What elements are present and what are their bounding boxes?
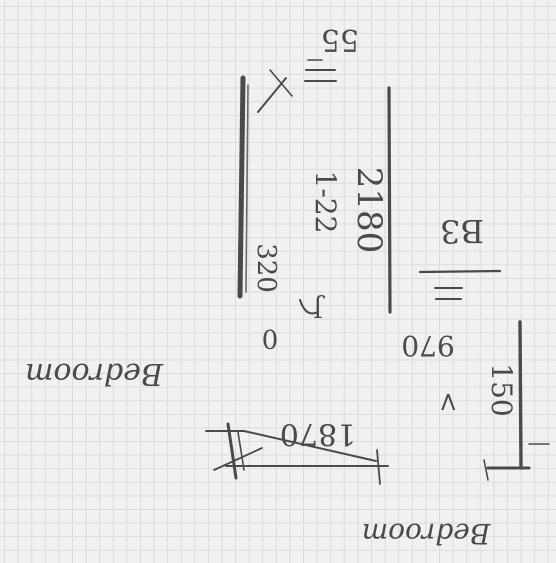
dim-tick-left-b — [237, 431, 245, 471]
label-width-upper-zero: 0 — [262, 323, 279, 353]
hook-mark — [299, 299, 319, 315]
label-right-mark: B3 — [440, 212, 484, 250]
label-room-bottom: Bedroom — [362, 517, 492, 550]
dim-line-lower — [205, 430, 377, 462]
wall-right-lower — [518, 320, 523, 470]
tick-top-left-short — [269, 69, 293, 97]
separator-right — [418, 269, 502, 274]
dim-tick-diag — [213, 447, 263, 471]
tick-lower-right-b — [483, 459, 489, 481]
wall-left-upper — [237, 75, 246, 299]
label-width-upper-small: 320 — [251, 243, 281, 293]
label-room-left: Bedroom — [25, 356, 164, 391]
dim-tick-left-a — [226, 422, 238, 480]
label-total-top: 55 — [321, 22, 359, 57]
dim-tick-right — [376, 449, 381, 485]
label-depth-right-a: 970 — [401, 329, 454, 362]
wall-right-upper — [387, 86, 392, 314]
label-width-upper-sub: 1-22 — [309, 171, 342, 234]
label-arrow-right: < — [433, 391, 463, 413]
label-width-upper-tail: J — [313, 294, 326, 322]
label-width-upper-main: 2180 — [349, 167, 389, 254]
label-depth-lower: 1870 — [280, 416, 356, 451]
label-depth-right-b: 150 — [485, 363, 518, 416]
wall-left-upper-echo — [245, 84, 249, 293]
